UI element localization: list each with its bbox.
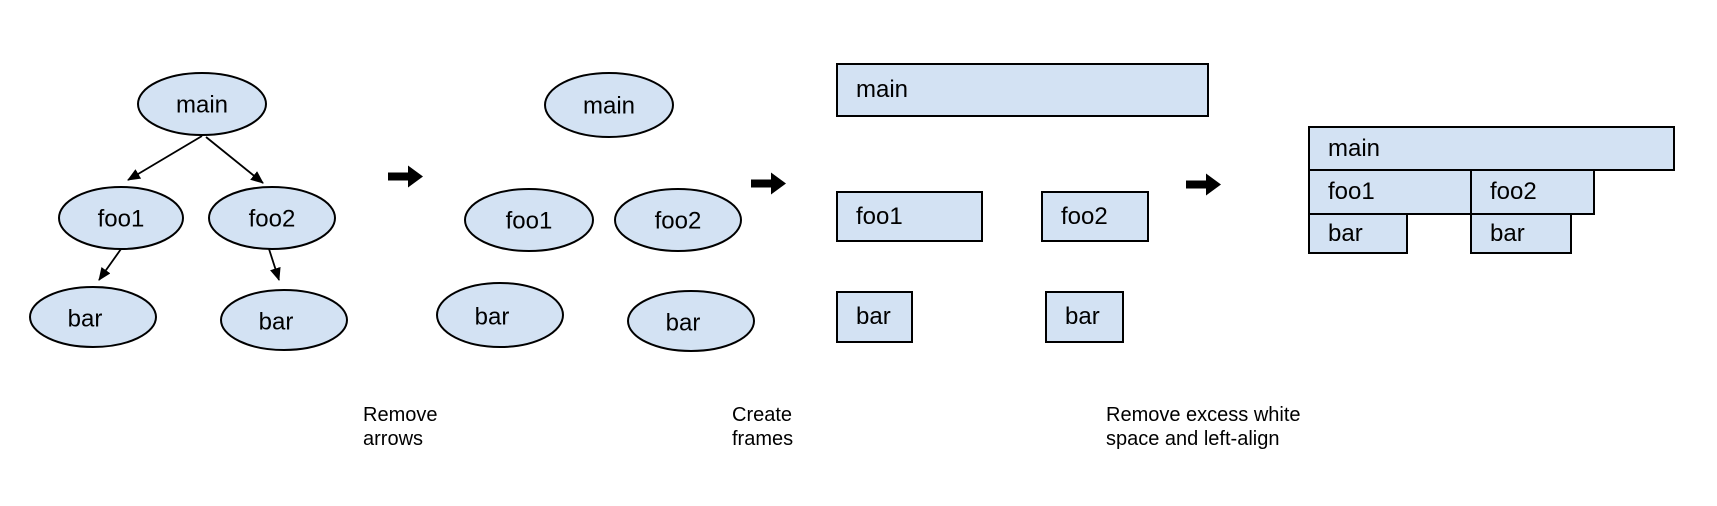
- stage3-frame-foo1-label: foo1: [856, 202, 903, 230]
- stage3-frame-bar-left-label: bar: [856, 303, 891, 330]
- stage1-node-main-label: main: [176, 91, 228, 118]
- stage2-node-bar-right: bar: [627, 290, 755, 352]
- stage1-node-bar-left-shape: [29, 286, 157, 348]
- stage1-node-foo1-shape: [58, 186, 184, 250]
- edge-foo1-bar: [98, 248, 122, 281]
- stage4-frame-foo1: foo1: [1308, 169, 1472, 215]
- stage1-node-main-shape: [137, 72, 267, 136]
- stage4-frame-foo2-label: foo2: [1490, 178, 1537, 205]
- stage2-node-main: main: [544, 72, 674, 138]
- stage4-frame-bar-right: bar: [1470, 213, 1572, 254]
- stage4-frame-main-label: main: [1328, 134, 1381, 162]
- stage2-node-main-shape: [544, 72, 674, 138]
- stage1-node-foo2: foo2: [208, 186, 336, 250]
- stage3-frame-foo1: foo1: [836, 191, 983, 242]
- stage2-node-bar-left: bar: [436, 282, 564, 348]
- step-arrow-3-icon: [1186, 173, 1221, 196]
- stage2-node-foo2-label: foo2: [655, 207, 702, 234]
- step-arrow-2-icon: [751, 172, 786, 195]
- caption-create-frames: Create frames: [732, 404, 794, 450]
- stage1-node-foo2-shape: [208, 186, 336, 250]
- stage1-node-foo1: foo1: [58, 186, 184, 250]
- stage4-frame-foo2: foo2: [1470, 169, 1595, 215]
- caption-remove-arrows: Remove arrows: [363, 404, 438, 450]
- stage4-frame-bar-left: bar: [1308, 213, 1408, 254]
- stage2-node-foo1: foo1: [464, 188, 594, 252]
- stage3-frame-main-label: main: [856, 76, 909, 103]
- stage1-node-main: main: [137, 72, 267, 136]
- right-block-arrow-shape: [1186, 173, 1221, 196]
- right-block-arrow-shape: [751, 172, 786, 195]
- stage1-node-bar-right-label: bar: [259, 308, 294, 335]
- right-block-arrow-shape: [388, 165, 423, 188]
- stage1-node-bar-left-label: bar: [68, 305, 103, 332]
- stage2-node-bar-left-label: bar: [475, 303, 510, 330]
- stage3-frame-bar-right: bar: [1045, 291, 1124, 343]
- edge-main-foo2: [205, 136, 264, 184]
- stage2-no-arrows: main foo1 foo2 bar bar: [436, 72, 755, 352]
- stage3-frame-bar-right-label: bar: [1065, 303, 1100, 330]
- stage1-node-foo2-label: foo2: [249, 205, 296, 232]
- edge-main-foo1: [127, 135, 203, 181]
- stage4-frame-bar-left-label: bar: [1328, 219, 1363, 247]
- stage1-node-foo1-label: foo1: [98, 205, 145, 232]
- caption-remove-whitespace: Remove excess white space and left-align: [1106, 404, 1301, 450]
- stage1-node-bar-right: bar: [220, 289, 348, 351]
- stage2-node-main-label: main: [583, 92, 635, 119]
- stage2-node-bar-right-label: bar: [666, 309, 701, 336]
- stage3-frame-foo2: foo2: [1041, 191, 1149, 242]
- stage1-node-bar-left: bar: [29, 286, 157, 348]
- stage2-node-foo2: foo2: [614, 188, 742, 252]
- stage4-frame-main: main: [1308, 126, 1675, 171]
- stage3-frame-foo2-label: foo2: [1061, 202, 1108, 230]
- stage1-node-bar-right-shape: [220, 289, 348, 351]
- stage2-node-bar-right-shape: [627, 290, 755, 352]
- stage2-node-bar-left-shape: [436, 282, 564, 348]
- stage2-node-foo1-label: foo1: [506, 207, 553, 234]
- stage1-call-tree: main foo1 foo2 bar bar: [29, 72, 348, 351]
- stage4-frame-bar-right-label: bar: [1490, 219, 1525, 247]
- stage4-frame-foo1-label: foo1: [1328, 178, 1375, 205]
- edge-foo2-bar: [268, 248, 281, 281]
- stage3-frame-bar-left: bar: [836, 291, 913, 343]
- step-arrow-1-icon: [388, 165, 423, 188]
- stage2-node-foo2-shape: [614, 188, 742, 252]
- stage3-frame-main: main: [836, 63, 1209, 117]
- stage2-node-foo1-shape: [464, 188, 594, 252]
